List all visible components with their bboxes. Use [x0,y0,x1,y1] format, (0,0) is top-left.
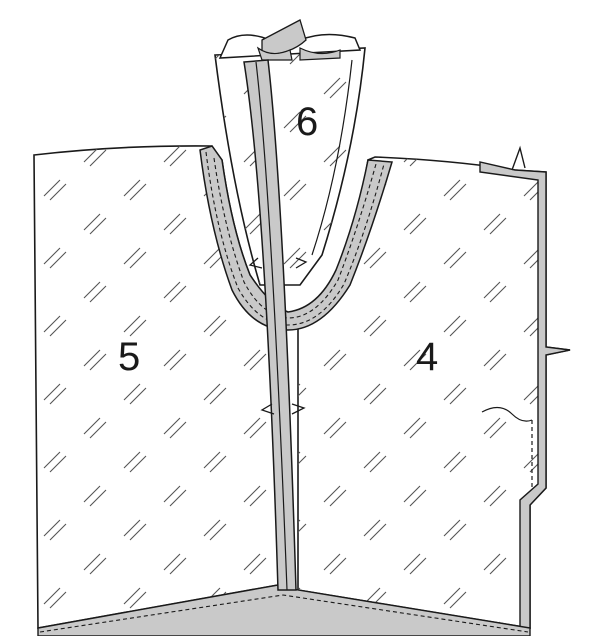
label-piece-6: 6 [296,100,318,144]
center-binding-strip [243,59,308,591]
right-edge-notch [511,145,526,171]
strip-notch-upper [248,257,308,269]
label-piece-4: 4 [416,335,438,379]
opening-facing [199,145,393,331]
panel-5 [33,145,279,629]
strip-notch-lower [260,403,306,415]
panel-4 [297,145,571,629]
label-piece-5: 5 [118,335,140,379]
pocket-wave-line [481,406,533,422]
